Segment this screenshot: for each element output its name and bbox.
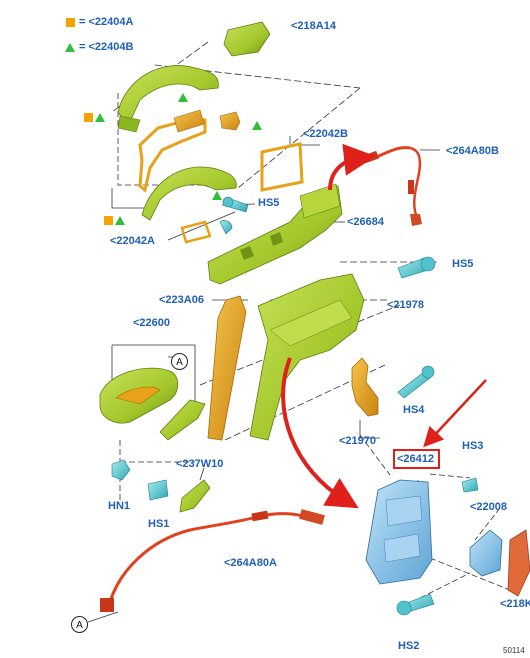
handle-bracket-upper bbox=[138, 109, 304, 193]
door-latch-26412 bbox=[365, 479, 433, 585]
screw-hs5-right bbox=[397, 256, 436, 279]
legend-square-icon bbox=[66, 18, 75, 27]
link-237w10 bbox=[179, 479, 211, 513]
label-22600: <22600 bbox=[133, 317, 171, 329]
label-264a80a: <264A80A bbox=[224, 557, 277, 569]
exterior-handle-lower bbox=[141, 166, 237, 244]
screw-hs1 bbox=[147, 479, 169, 501]
label-26412: <26412 bbox=[397, 453, 435, 465]
red-arrow-main bbox=[281, 357, 359, 509]
carrier-21978 bbox=[249, 273, 365, 441]
gasket-218k bbox=[507, 529, 530, 597]
label-218a14: <218A14 bbox=[291, 20, 336, 32]
part-markers bbox=[84, 93, 262, 225]
connector-circle-a-lower: A bbox=[71, 616, 88, 633]
screw-hs3 bbox=[461, 477, 479, 493]
label-21978: <21978 bbox=[387, 299, 425, 311]
label-237w10: <237W10 bbox=[176, 458, 224, 470]
nut-hn1 bbox=[111, 459, 131, 481]
label-264a80b: <264A80B bbox=[446, 145, 499, 157]
label-218k: <218K bbox=[500, 598, 530, 610]
label-223a06: <223A06 bbox=[159, 294, 204, 306]
interior-handle-22600 bbox=[99, 367, 206, 441]
label-hs3: HS3 bbox=[462, 440, 484, 452]
bracket-21970 bbox=[351, 357, 379, 417]
label-21970: <21970 bbox=[339, 435, 377, 447]
label-26684: <26684 bbox=[347, 216, 385, 228]
screw-hs4 bbox=[397, 365, 435, 399]
plate-22008 bbox=[469, 529, 503, 577]
label-hs2: HS2 bbox=[398, 640, 420, 652]
connector-circle-a-upper: A bbox=[171, 353, 188, 370]
label-22042a: <22042A bbox=[110, 235, 155, 247]
highlight-box-26412 bbox=[393, 449, 440, 469]
label-hs5-right: HS5 bbox=[452, 258, 474, 270]
screw-hs5-upper bbox=[219, 196, 249, 235]
red-pointer-arrow bbox=[423, 379, 487, 448]
legend-triangle-label: = <22404B bbox=[79, 41, 134, 53]
label-22042b: <22042B bbox=[303, 128, 348, 140]
cable-264a80b bbox=[363, 146, 422, 226]
label-hs1: HS1 bbox=[148, 518, 170, 530]
label-hn1: HN1 bbox=[108, 500, 131, 512]
handle-reinforcement-26684 bbox=[207, 183, 343, 285]
red-arrow-upper bbox=[328, 143, 376, 191]
exterior-handle-upper bbox=[117, 21, 271, 133]
legend-triangle-icon bbox=[65, 43, 75, 52]
legend-square-label: = <22404A bbox=[79, 16, 134, 28]
cable-264a80a bbox=[100, 509, 325, 612]
catalog-number: 50114 bbox=[503, 646, 525, 655]
label-hs5-upper: HS5 bbox=[258, 197, 280, 209]
label-22008: <22008 bbox=[470, 501, 508, 513]
screw-hs2 bbox=[396, 593, 435, 616]
label-hs4: HS4 bbox=[403, 404, 425, 416]
rail-223a06 bbox=[207, 295, 247, 441]
